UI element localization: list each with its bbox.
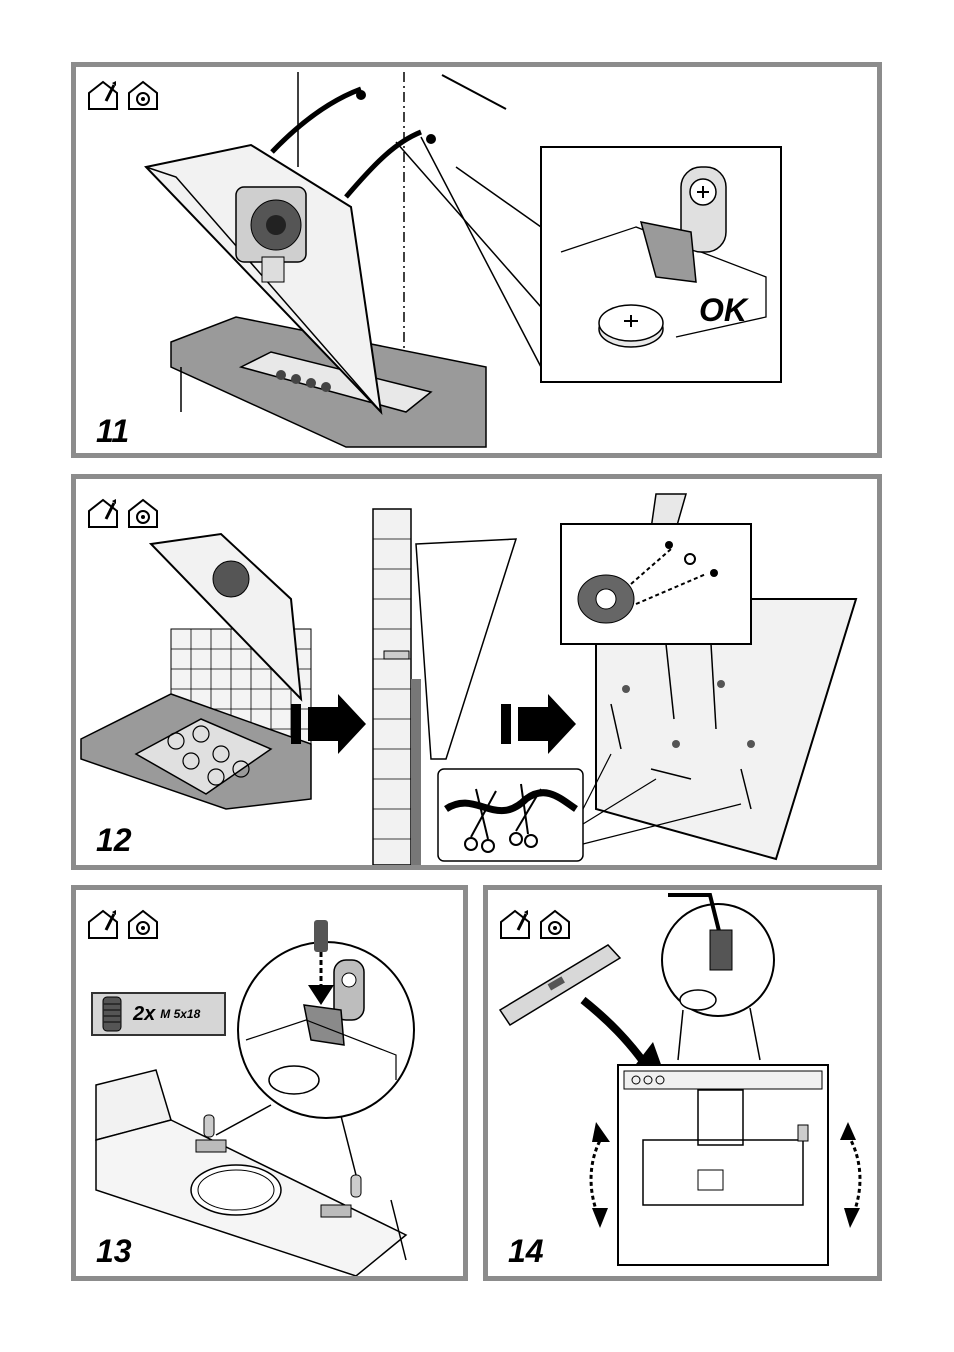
step-13-illustration [76, 890, 463, 1276]
step-12-panel: 12 [71, 474, 882, 870]
step-13-number: 13 [96, 1235, 132, 1267]
step-14-illustration [488, 890, 877, 1276]
ok-label: OK [699, 292, 747, 329]
step-14-panel: 14 [483, 885, 882, 1281]
step-11-number: 11 [96, 415, 129, 447]
step-11-panel: OK 11 [71, 62, 882, 458]
step-14-number: 14 [508, 1235, 544, 1267]
step-13-panel: 2x M 5x18 13 [71, 885, 468, 1281]
step-12-number: 12 [96, 824, 132, 856]
step-11-illustration [76, 67, 877, 453]
step-12-illustration [76, 479, 877, 865]
